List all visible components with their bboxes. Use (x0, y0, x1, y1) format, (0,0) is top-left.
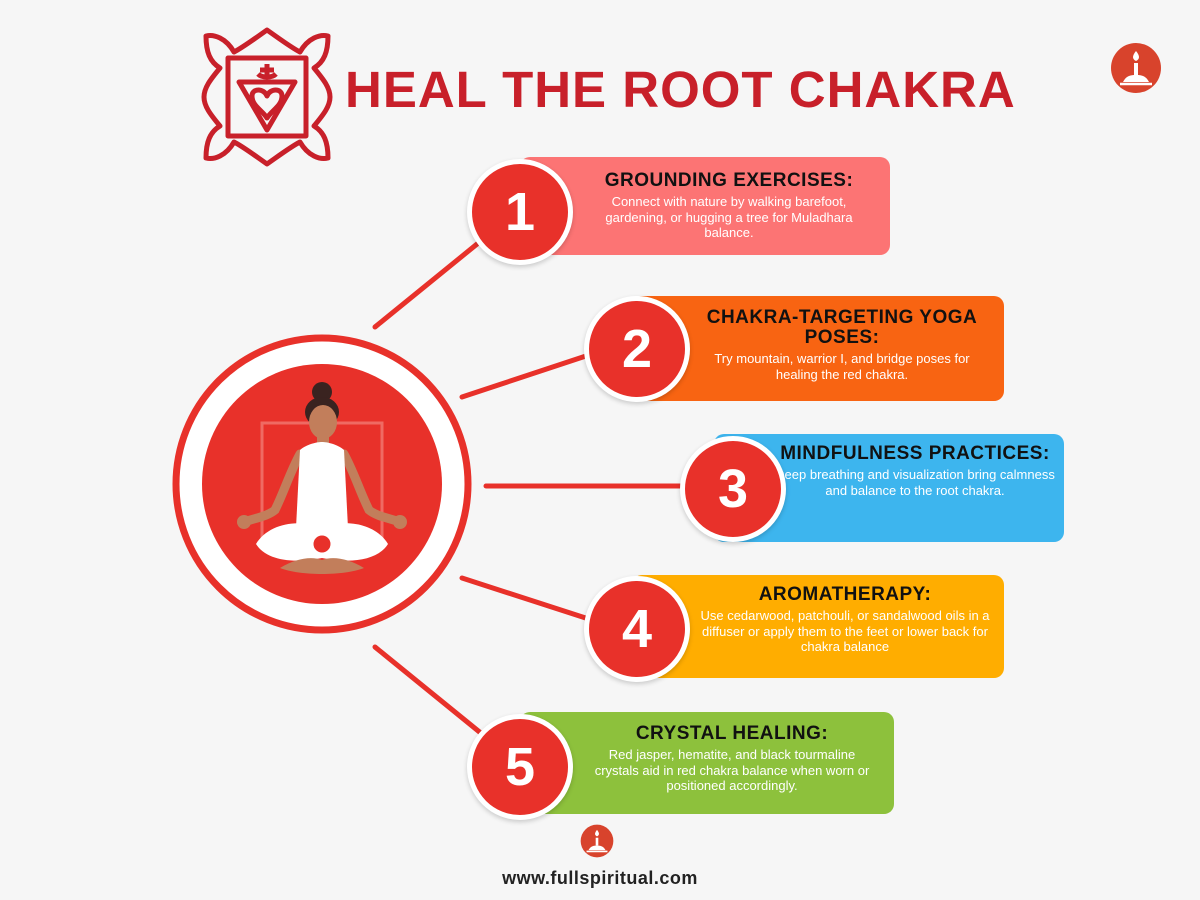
candle-meditation-icon (1111, 43, 1161, 93)
step-title: CRYSTAL HEALING: (635, 723, 829, 744)
step-title: MINDFULNESS PRACTICES: (780, 443, 1050, 464)
candle-meditation-icon (580, 824, 614, 858)
step-text: Use cedarwood, patchouli, or sandalwood … (700, 608, 990, 654)
root-chakra-symbol-icon (201, 27, 333, 167)
step-number-badge: 3 (680, 436, 786, 542)
step-card-aromatherapy: AROMATHERAPY: Use cedarwood, patchouli, … (632, 575, 1004, 678)
step-text: Try mountain, warrior I, and bridge pose… (714, 351, 970, 382)
step-card-crystal: CRYSTAL HEALING: Red jasper, hematite, a… (520, 712, 894, 814)
step-number-badge: 4 (584, 576, 690, 682)
step-card-grounding: GROUNDING EXERCISES: Connect with nature… (520, 157, 890, 255)
step-text: Connect with nature by walking barefoot,… (605, 194, 853, 240)
meditating-woman-illustration (172, 334, 472, 634)
step-text: Red jasper, hematite, and black tourmali… (594, 747, 870, 793)
step-number-badge: 1 (467, 159, 573, 265)
page-title: HEAL THE ROOT CHAKRA (345, 61, 1016, 118)
step-title: AROMATHERAPY: (758, 584, 932, 605)
step-number-badge: 2 (584, 296, 690, 402)
step-title: CHAKRA-TARGETING YOGA POSES: (706, 307, 978, 348)
step-title: GROUNDING EXERCISES: (604, 170, 854, 191)
step-number-badge: 5 (467, 714, 573, 820)
step-card-yoga: CHAKRA-TARGETING YOGA POSES: Try mountai… (632, 296, 1004, 401)
step-text: Deep breathing and visualization bring c… (775, 467, 1055, 498)
footer-website-url: www.fullspiritual.com (502, 868, 698, 888)
